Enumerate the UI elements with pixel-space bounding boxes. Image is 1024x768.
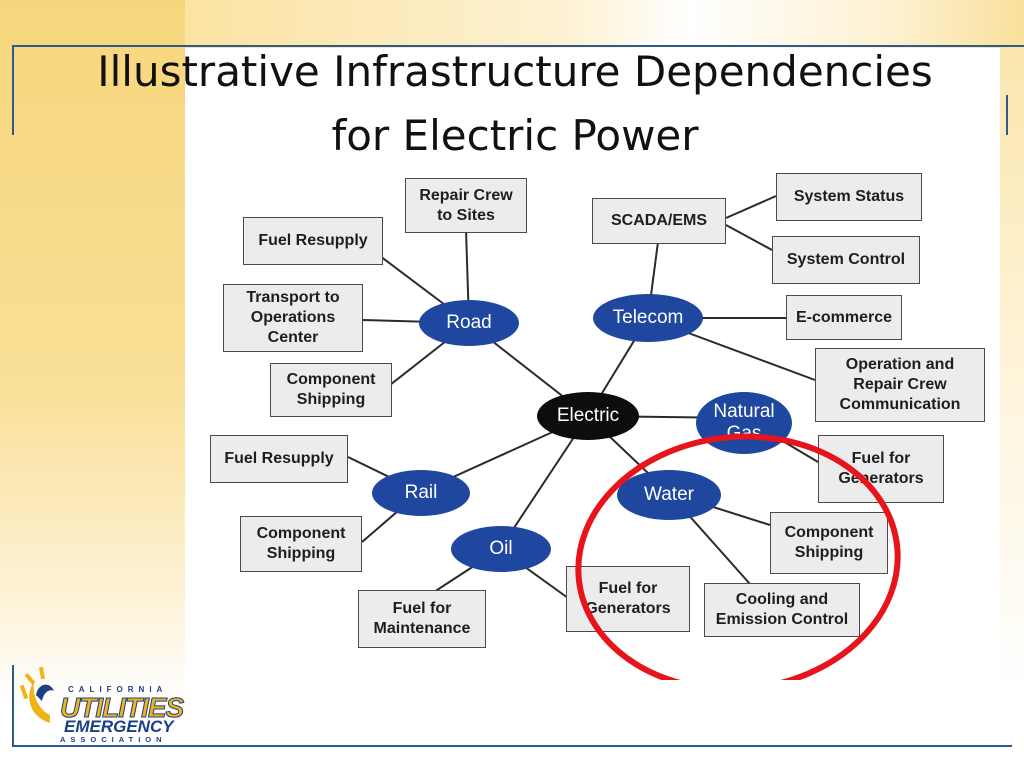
box-gas-fuel-for-generators: Fuel for Generators: [818, 435, 944, 503]
box-rail-component-shipping: Component Shipping: [240, 516, 362, 572]
box-repair-crew-to-sites: Repair Crew to Sites: [405, 178, 527, 233]
box-system-control: System Control: [772, 236, 920, 284]
top-gradient-band: [185, 0, 1024, 48]
box-oil-fuel-for-generators: Fuel for Generators: [566, 566, 690, 632]
node-rail: Rail: [372, 470, 470, 516]
right-gradient-band: [1000, 48, 1024, 688]
box-water-component-shipping: Component Shipping: [770, 512, 888, 574]
box-road-component-shipping: Component Shipping: [270, 363, 392, 417]
node-electric: Electric: [537, 392, 639, 440]
left-rule: [12, 45, 14, 135]
logo-emergency-text: EMERGENCY: [64, 717, 174, 736]
bottom-left-rule: [12, 665, 14, 747]
cuea-logo: CALIFORNIA UTILITIES EMERGENCY ASSOCIATI…: [20, 665, 195, 744]
right-rule: [1006, 95, 1008, 135]
bottom-rule: [12, 745, 1012, 747]
logo-california-text: CALIFORNIA: [68, 685, 168, 694]
box-rail-fuel-resupply: Fuel Resupply: [210, 435, 348, 483]
logo-association-text: ASSOCIATION: [60, 735, 167, 744]
node-water: Water: [617, 470, 721, 520]
logo-utilities-text: UTILITIES: [59, 692, 184, 724]
box-road-fuel-resupply: Fuel Resupply: [243, 217, 383, 265]
node-telecom: Telecom: [593, 294, 703, 342]
box-system-status: System Status: [776, 173, 922, 221]
box-cooling-and-emission-control: Cooling and Emission Control: [704, 583, 860, 637]
box-scada-ems: SCADA/EMS: [592, 198, 726, 244]
sun-icon: [20, 666, 54, 723]
edge-scada-status: [725, 195, 777, 219]
slide-title: Illustrative Infrastructure Dependencies…: [97, 47, 933, 160]
top-rule: [12, 45, 1024, 47]
box-fuel-for-maintenance: Fuel for Maintenance: [358, 590, 486, 648]
edge-scada-control: [725, 224, 773, 251]
box-e-commerce: E-commerce: [786, 295, 902, 340]
node-natural-gas: Natural Gas: [696, 392, 792, 454]
box-operation-repair-crew-communication: Operation and Repair Crew Communication: [815, 348, 985, 422]
box-transport-to-operations-center: Transport to Operations Center: [223, 284, 363, 352]
node-road: Road: [419, 300, 519, 346]
dependency-diagram: Repair Crew to Sites Fuel Resupply Trans…: [190, 170, 1000, 680]
node-oil: Oil: [451, 526, 551, 572]
left-gradient-band: [0, 0, 185, 700]
